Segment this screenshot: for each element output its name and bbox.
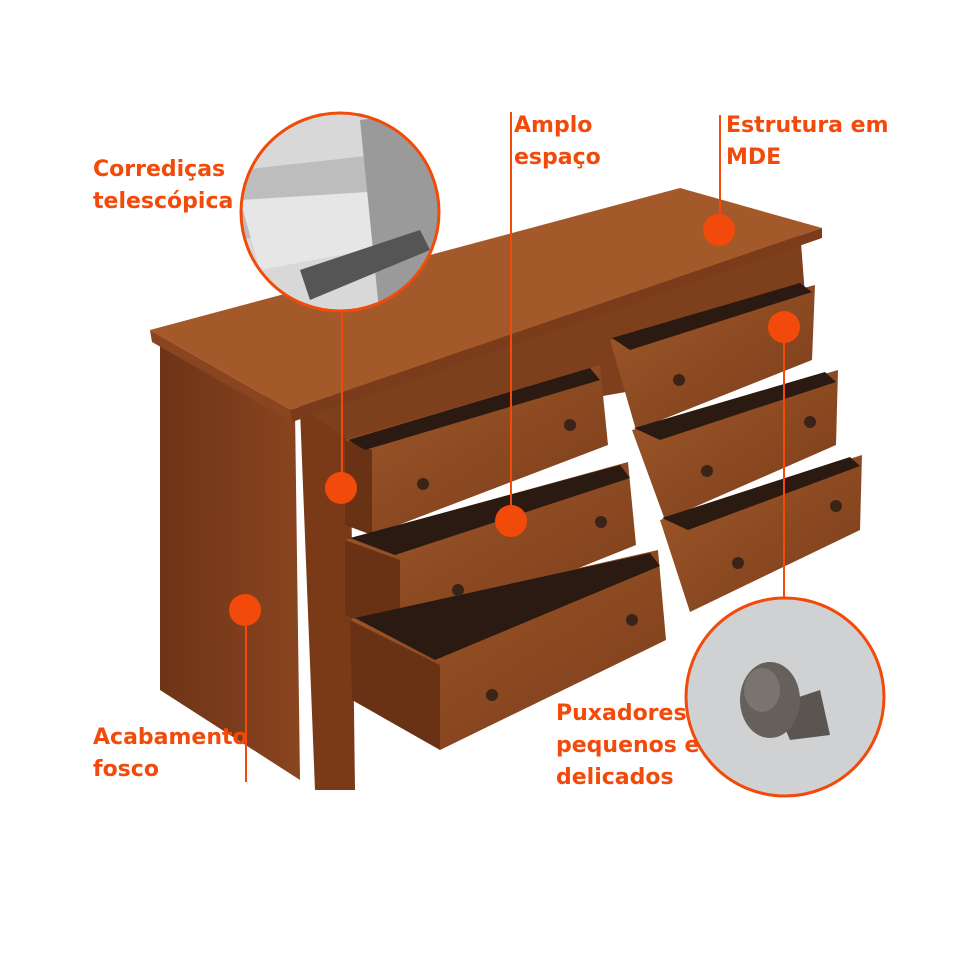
callout-line: Estrutura em: [726, 113, 889, 138]
callout-line: delicados: [556, 765, 674, 790]
callout-line: espaço: [514, 145, 601, 170]
dresser: [150, 188, 862, 790]
drawer: [610, 283, 815, 430]
callout-lines: [245, 112, 785, 782]
callout-space: Amplo espaço: [514, 110, 601, 174]
callout-dots: [229, 214, 800, 626]
callout-line: telescópica: [93, 189, 234, 214]
callout-finish: Acabamento fosco: [93, 722, 248, 786]
callout-line: Amplo: [514, 113, 593, 138]
drawer: [350, 550, 666, 750]
callout-line: pequenos e: [556, 733, 700, 758]
callout-line: Puxadores: [556, 701, 687, 726]
drawer: [660, 455, 862, 612]
callout-line: fosco: [93, 757, 159, 782]
drawer: [345, 365, 608, 535]
callout-line: MDE: [726, 145, 782, 170]
callout-line: Acabamento: [93, 725, 248, 750]
knob-detail-image: [684, 596, 886, 798]
callout-structure: Estrutura em MDE: [726, 110, 889, 174]
knobs: [417, 374, 842, 701]
callout-handles: Puxadores pequenos e delicados: [556, 698, 699, 794]
callout-line: Corrediças: [93, 157, 226, 182]
drawer-slide-detail-image: [239, 111, 441, 313]
drawer: [632, 370, 838, 520]
callout-slides: Corrediças telescópica: [93, 154, 233, 218]
